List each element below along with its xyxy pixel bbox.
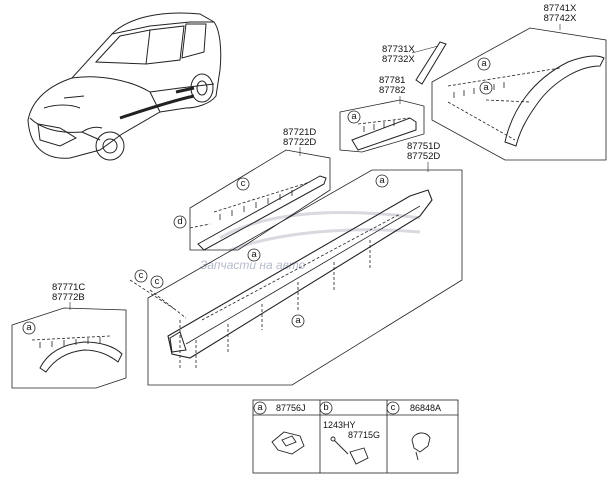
part-label-87732x: 87732X	[382, 54, 415, 65]
part-label-87721d: 87721D	[283, 127, 317, 138]
part-label-87741x: 87741X	[543, 3, 577, 14]
callout-a: a	[481, 58, 487, 69]
legend-letter-b: b	[323, 402, 329, 413]
front-fender-moulding-group	[11, 307, 127, 389]
legend-code-1243hy: 1243HY	[323, 420, 356, 430]
callout-a: a	[351, 111, 357, 122]
door-moulding-group	[189, 149, 331, 251]
callout-a: a	[483, 82, 489, 93]
part-label-87781: 87781	[379, 75, 406, 86]
clip-87756j-drawing	[271, 431, 305, 455]
part-label-87772b: 87772B	[52, 292, 85, 303]
callout-c: c	[138, 270, 144, 281]
rear-fender-moulding-group	[431, 27, 607, 161]
callout-d: d	[177, 216, 183, 227]
clip-86848a-drawing	[411, 432, 431, 461]
callout-c: c	[240, 178, 246, 189]
callout-a: a	[251, 249, 257, 260]
door-strip-87731x	[415, 41, 447, 85]
part-label-87751d: 87751D	[407, 141, 441, 152]
part-label-87782: 87782	[379, 85, 406, 96]
callout-a: a	[26, 322, 32, 333]
watermark-graphic	[219, 211, 421, 252]
fastener-markers	[39, 82, 505, 348]
callout-c: c	[154, 276, 160, 287]
part-label-87742x: 87742X	[543, 13, 577, 24]
callout-a: a	[379, 175, 385, 186]
part-label-87771c: 87771C	[52, 282, 86, 293]
callout-circles	[22, 57, 493, 415]
part-label-87722d: 87722D	[283, 137, 317, 148]
callout-a: a	[295, 315, 301, 326]
legend-letter-c: c	[390, 402, 396, 413]
part-label-87731x: 87731X	[382, 44, 415, 55]
legend-code-87756j: 87756J	[276, 403, 306, 413]
side-sill-group	[129, 169, 463, 386]
legend-letter-a: a	[257, 402, 263, 413]
leader-lines	[69, 24, 561, 310]
screw-and-clip-drawing	[330, 436, 369, 465]
car-illustration	[27, 12, 222, 161]
legend-table	[252, 399, 459, 474]
part-label-87752d: 87752D	[407, 151, 441, 162]
legend-code-86848a: 86848A	[410, 403, 442, 413]
legend-code-87715g: 87715G	[348, 430, 381, 440]
watermark-text: Запчасти на авто	[200, 258, 306, 272]
